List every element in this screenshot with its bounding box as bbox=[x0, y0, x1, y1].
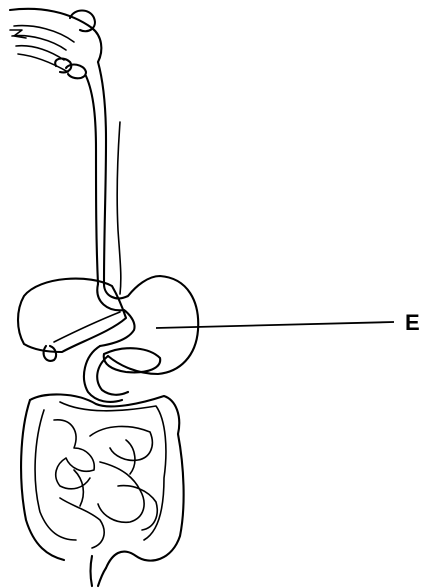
rectum bbox=[91, 556, 107, 586]
label-pointer-line bbox=[156, 322, 394, 328]
liver bbox=[18, 279, 126, 361]
mouth bbox=[10, 9, 101, 78]
esophagus bbox=[86, 62, 121, 294]
label-e: E bbox=[405, 310, 420, 335]
stomach bbox=[97, 276, 198, 374]
small-intestine bbox=[54, 420, 157, 548]
duodenum bbox=[84, 346, 128, 402]
large-intestine bbox=[21, 394, 184, 568]
